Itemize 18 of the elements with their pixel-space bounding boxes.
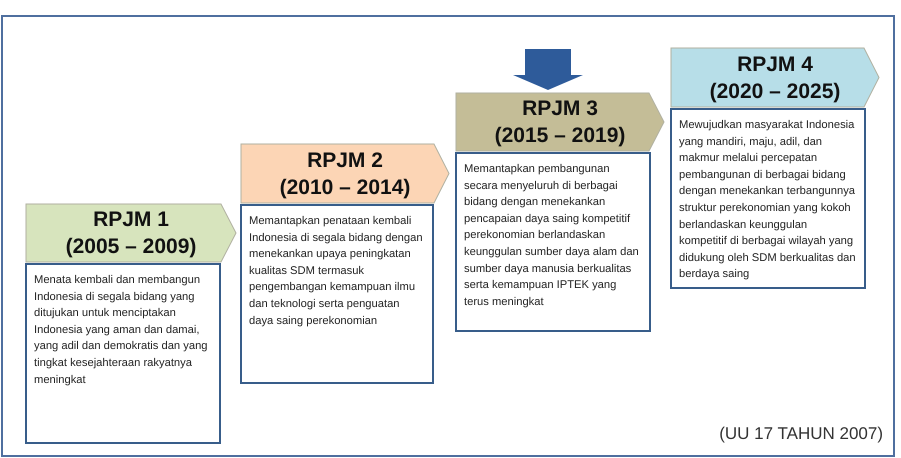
source-note: (UU 17 TAHUN 2007) — [719, 424, 883, 444]
period-title: RPJM 1 — [93, 207, 169, 233]
period-title: RPJM 2 — [307, 148, 383, 174]
description-text: Memantapkan penataan kembali Indonesia di segala bidang dengan menekankan upaya peningkatan kualitas SDM termasuk pengembangan kemampuan ilmu dan teknologi serta penguatan daya saing perekonomian — [249, 214, 424, 329]
period-title: RPJM 3 — [522, 96, 598, 122]
year-range: (2010 – 2014) — [280, 174, 410, 200]
year-range: (2005 – 2009) — [66, 234, 196, 260]
description-box — [240, 204, 434, 384]
description-text: Memantapkan pembangunan secara menyeluruh di berbagai bidang dengan menekankan pencapaian daya saing kompetitif perekonomian berlandaskan keunggulan sumber daya alam dan sumber daya manusia berkualitas serta kemampuan IPTEK yang terus meningkat — [464, 162, 640, 310]
year-range: (2020 – 2025) — [710, 78, 840, 104]
period-title: RPJM 4 — [737, 52, 813, 78]
description-box — [670, 108, 866, 289]
year-range: (2015 – 2019) — [494, 123, 626, 149]
description-text: Menata kembali dan membangun Indonesia di segala bidang yang ditujukan untuk menciptakan Indonesia yang aman dan damai, yang adil dan demokratis dan yang tingkat kesejahteraan rakyatnya meningkat — [34, 273, 209, 388]
description-text: Mewujudkan masyarakat Indonesia yang mandiri, maju, adil, dan makmur melalui percepatan pembangunan di berbagai bidang dengan menekankan terbangunnya struktur perekonomian yang kokoh berlandaskan keunggulan kompetitif di berbagai wilayah yang didukung oleh SDM berkualitas dan berdaya saing — [679, 118, 857, 282]
block-arrow — [513, 49, 583, 90]
description-box — [455, 152, 651, 332]
description-box — [25, 263, 221, 444]
